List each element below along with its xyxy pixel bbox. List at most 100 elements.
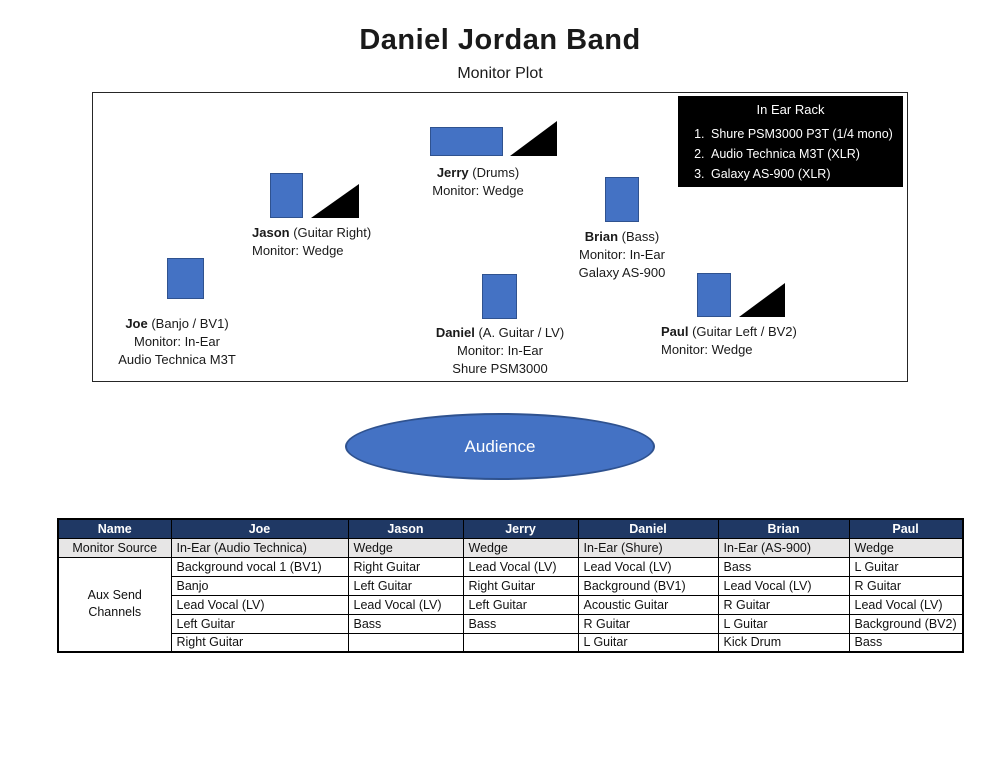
in-ear-rack-list: Shure PSM3000 P3T (1/4 mono) Audio Techn… xyxy=(708,124,895,184)
musician-role: (Bass) xyxy=(621,229,660,244)
table-cell: Wedge xyxy=(347,537,464,558)
col-header-joe: Joe xyxy=(170,518,349,539)
table-cell: Left Guitar xyxy=(170,613,349,634)
col-header-daniel: Daniel xyxy=(577,518,719,539)
table-cell: Bass xyxy=(848,632,964,653)
musician-name: Joe xyxy=(125,316,148,331)
aux-row: Lead Vocal (LV) Lead Vocal (LV) Left Gui… xyxy=(58,594,964,615)
table-cell: Bass xyxy=(347,613,464,634)
musician-name: Paul xyxy=(661,324,689,339)
table-cell: Wedge xyxy=(462,537,579,558)
musician-monitor: Monitor: Wedge xyxy=(432,183,524,198)
musician-device: Shure PSM3000 xyxy=(452,361,548,376)
musician-marker-daniel xyxy=(482,274,517,319)
musician-name-line: Joe (Banjo / BV1) xyxy=(77,315,277,333)
musician-marker-jerry xyxy=(430,127,503,156)
page-title: Daniel Jordan Band xyxy=(359,24,641,56)
musician-name-line: Paul (Guitar Left / BV2) xyxy=(661,323,841,341)
table-cell: Wedge xyxy=(848,537,964,558)
musician-device: Audio Technica M3T xyxy=(118,352,236,367)
aux-row: Aux Send Channels Background vocal 1 (BV… xyxy=(57,556,964,653)
musician-monitor: Monitor: Wedge xyxy=(252,243,344,258)
musician-name: Daniel xyxy=(435,325,475,340)
musician-label-brian: Brian (Bass) Monitor: In-Ear Galaxy AS-9… xyxy=(522,228,722,282)
table-cell: Lead Vocal (LV) xyxy=(170,594,349,615)
col-header-paul: Paul xyxy=(848,518,964,539)
table-cell: Bass xyxy=(717,556,850,577)
musician-label-daniel: Daniel (A. Guitar / LV) Monitor: In-Ear … xyxy=(400,324,600,378)
musician-device: Galaxy AS-900 xyxy=(578,265,666,280)
musician-label-jerry: Jerry (Drums) Monitor: Wedge xyxy=(378,164,578,200)
musician-role: (Banjo / BV1) xyxy=(151,316,229,331)
musician-monitor: Monitor: Wedge xyxy=(661,342,753,357)
musician-name: Jerry xyxy=(436,165,469,180)
table-cell: Lead Vocal (LV) xyxy=(717,575,850,596)
table-cell: Lead Vocal (LV) xyxy=(462,556,579,577)
musician-monitor: Monitor: In-Ear xyxy=(457,343,543,358)
rack-item: Audio Technica M3T (XLR) xyxy=(708,144,895,164)
table-cell: Acoustic Guitar xyxy=(577,594,719,615)
musician-label-paul: Paul (Guitar Left / BV2) Monitor: Wedge xyxy=(661,323,841,359)
table-cell: Lead Vocal (LV) xyxy=(347,594,464,615)
table-cell: R Guitar xyxy=(577,613,719,634)
table-cell: R Guitar xyxy=(848,575,964,596)
musician-name-line: Jason (Guitar Right) xyxy=(252,224,422,242)
col-header-jerry: Jerry xyxy=(462,518,579,539)
aux-row: Right Guitar L Guitar Kick Drum Bass xyxy=(58,632,964,653)
musician-marker-paul xyxy=(697,273,731,317)
table-cell: Right Guitar xyxy=(170,632,349,653)
musician-marker-jason xyxy=(270,173,303,218)
table-cell: In-Ear (Shure) xyxy=(577,537,719,558)
table-cell xyxy=(462,632,579,653)
table-cell: Right Guitar xyxy=(347,556,464,577)
table-cell: Background (BV1) xyxy=(577,575,719,596)
table-cell: Lead Vocal (LV) xyxy=(848,594,964,615)
row-label-monitor-source: Monitor Source xyxy=(57,537,172,558)
col-header-brian: Brian xyxy=(717,518,850,539)
table-cell: L Guitar xyxy=(717,613,850,634)
musician-name-line: Brian (Bass) xyxy=(522,228,722,246)
musician-monitor: Monitor: In-Ear xyxy=(134,334,220,349)
musician-label-jason: Jason (Guitar Right) Monitor: Wedge xyxy=(252,224,422,260)
row-label-aux-send-channels: Aux Send Channels xyxy=(57,556,172,653)
table-cell: Background (BV2) xyxy=(848,613,964,634)
audience-ellipse: Audience xyxy=(345,413,655,480)
table-header-row: Name Joe Jason Jerry Daniel Brian Paul xyxy=(57,518,964,539)
musician-name-line: Daniel (A. Guitar / LV) xyxy=(400,324,600,342)
table-cell: Kick Drum xyxy=(717,632,850,653)
musician-role: (Guitar Left / BV2) xyxy=(692,324,797,339)
table-cell: L Guitar xyxy=(848,556,964,577)
aux-row: Banjo Left Guitar Right Guitar Backgroun… xyxy=(58,575,964,596)
musician-marker-brian xyxy=(605,177,639,222)
col-header-jason: Jason xyxy=(347,518,464,539)
musician-role: (Guitar Right) xyxy=(293,225,372,240)
aux-label-text: Aux Send Channels xyxy=(87,588,142,620)
table-cell: In-Ear (Audio Technica) xyxy=(170,537,349,558)
table-cell: In-Ear (AS-900) xyxy=(717,537,850,558)
page-subtitle: Monitor Plot xyxy=(457,65,543,82)
musician-role: (A. Guitar / LV) xyxy=(478,325,565,340)
table-cell: L Guitar xyxy=(577,632,719,653)
musician-name: Brian xyxy=(584,229,619,244)
musician-role: (Drums) xyxy=(472,165,520,180)
in-ear-rack-box: In Ear Rack Shure PSM3000 P3T (1/4 mono)… xyxy=(678,96,903,187)
table-cell: Banjo xyxy=(170,575,349,596)
musician-name: Jason xyxy=(252,225,290,240)
table-cell: Left Guitar xyxy=(462,594,579,615)
table-cell: Lead Vocal (LV) xyxy=(577,556,719,577)
audience-label: Audience xyxy=(464,436,536,456)
table-cell: Right Guitar xyxy=(462,575,579,596)
monitor-source-row: Monitor Source In-Ear (Audio Technica) W… xyxy=(57,537,964,558)
monitor-aux-table: Name Joe Jason Jerry Daniel Brian Paul M… xyxy=(57,518,964,653)
table-cell: R Guitar xyxy=(717,594,850,615)
musician-label-joe: Joe (Banjo / BV1) Monitor: In-Ear Audio … xyxy=(77,315,277,369)
aux-row: Left Guitar Bass Bass R Guitar L Guitar … xyxy=(58,613,964,634)
col-header-name: Name xyxy=(57,518,172,539)
table-cell: Left Guitar xyxy=(347,575,464,596)
musician-marker-joe xyxy=(167,258,204,299)
musician-name-line: Jerry (Drums) xyxy=(378,164,578,182)
table-cell xyxy=(347,632,464,653)
rack-item: Shure PSM3000 P3T (1/4 mono) xyxy=(708,124,895,144)
table-cell: Background vocal 1 (BV1) xyxy=(170,556,349,577)
